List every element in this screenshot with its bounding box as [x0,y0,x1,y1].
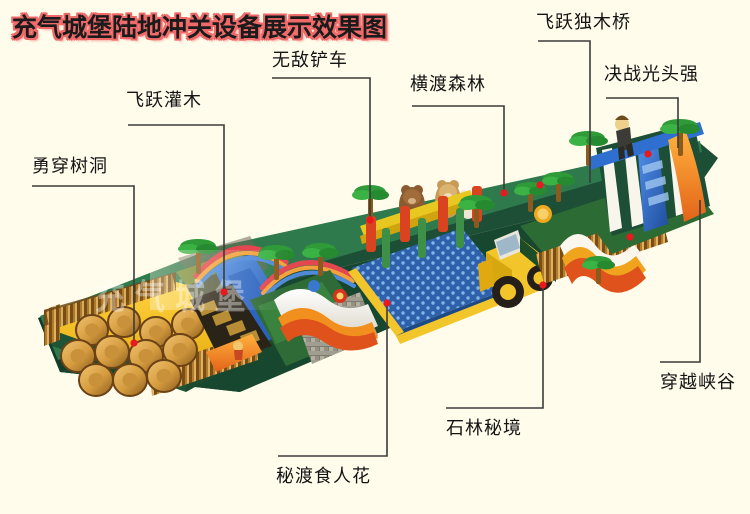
palm-tree [302,243,339,276]
callout-dot-shi-lin-mi-jing [539,281,547,289]
callout-label-heng-du-sen-lin: 横渡森林 [410,74,486,95]
callout-dot-wu-di-chan-che [366,216,374,224]
leader-line-fei-yue-guan-mu [128,124,225,289]
callout-label-chuan-yue-xia-gu: 穿越峡谷 [660,372,736,393]
palm-tree [542,172,575,202]
leader-line-chuan-yue-xia-gu [660,200,701,363]
log-pile [60,306,205,397]
callout-label-shi-lin-mi-jing: 石林秘境 [446,418,522,439]
leader-line-wu-di-chan-che [272,77,371,216]
palm-tree [458,195,495,228]
callout-label-jue-zhan-guang-tou-qiang: 决战光头强 [604,64,699,85]
callout-dot-mi-du-shi-ren-hua [383,299,391,307]
leader-line-mi-du-shi-ren-hua [278,306,388,457]
callout-dot-heng-du-sen-lin [500,189,508,197]
callout-dot-fei-yue-guan-mu [220,288,228,296]
callout-label-mi-du-shi-ren-hua: 秘渡食人花 [276,466,371,487]
callout-label-yong-chuan-shu-dong: 勇穿树洞 [32,156,108,177]
leader-line-shi-lin-mi-jing [446,288,544,409]
callout-label-fei-yue-guan-mu: 飞跃灌木 [126,90,202,111]
callout-dot-yong-chuan-shu-dong [130,339,138,347]
callout-label-wu-di-chan-che: 无敌铲车 [272,50,348,71]
palm-tree [582,256,615,284]
watermark: 充气城堡 [95,277,255,319]
decor-figures [308,205,552,303]
leader-line-fei-yue-du-mu-qiao [538,40,591,183]
leader-line-jue-zhan-guang-tou-qiang [606,97,679,148]
palm-tree [660,119,700,156]
palm-tree [352,185,389,218]
callout-dot-chuan-yue-xia-gu [626,233,634,241]
callout-label-fei-yue-du-mu-qiao: 飞跃独木桥 [536,12,631,33]
water-zone [348,228,512,344]
palm-tree [514,182,547,212]
callout-dot-jue-zhan-guang-tou-qiang [644,150,652,158]
callout-dot-fei-yue-du-mu-qiao [536,181,544,189]
leader-line-heng-du-sen-lin [412,105,505,190]
leader-line-yong-chuan-shu-dong [32,185,135,340]
figure-top-character [615,115,634,160]
page-title: 充气城堡陆地冲关设备展示效果图 [12,13,388,42]
figure-character [233,341,243,360]
